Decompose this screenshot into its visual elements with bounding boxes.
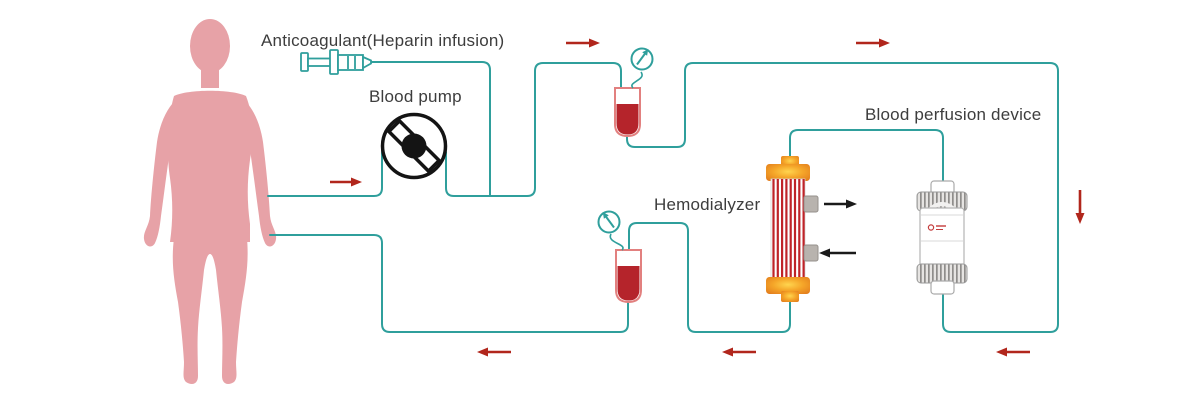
arterial-pressure-gauge-icon (630, 47, 654, 89)
arterial-drip-chamber (614, 87, 641, 138)
blood-pump-label: Blood pump (369, 87, 462, 106)
tubing (267, 61, 1059, 333)
flow-arrow-left-icon (477, 347, 511, 357)
flow-arrow-right-icon (566, 38, 600, 48)
tubing-heparin-line (370, 61, 491, 196)
tubing-venous-return (269, 234, 629, 333)
patient-left-arm (143, 98, 180, 247)
dialysate-port-out (803, 195, 819, 213)
hemodialyzer-label: Hemodialyzer (654, 195, 761, 214)
tubing-perfusion-to-dialyzer (789, 129, 944, 182)
patient-legs (172, 238, 248, 384)
dialysate-arrows (819, 199, 857, 258)
tubing-chamber-to-perfusion (626, 62, 1059, 333)
flow-arrow-down-icon (1075, 190, 1085, 224)
syringe-icon (300, 49, 372, 75)
dialysate-in-arrow-icon (819, 248, 856, 258)
patient-body (143, 19, 277, 384)
anticoagulant-label: Anticoagulant(Heparin infusion) (261, 31, 505, 50)
flow-arrow-right-icon (330, 177, 362, 187)
blood-perfusion-device-label: Blood perfusion device (865, 105, 1042, 124)
flow-arrows (330, 38, 1085, 357)
hemodialyzer-device (766, 156, 819, 302)
patient-torso (167, 90, 253, 242)
brand-mark (927, 224, 946, 231)
tubing-dialyzer-to-chamber2 (628, 222, 791, 333)
flow-arrow-left-icon (996, 347, 1030, 357)
tubing-arterial-from-body (267, 151, 383, 197)
blood-perfusion-device (916, 180, 968, 295)
flow-arrow-right-icon (856, 38, 890, 48)
patient-right-arm (240, 98, 277, 247)
blood-level (616, 104, 639, 135)
blood-level (617, 266, 640, 301)
flow-arrow-left-icon (722, 347, 756, 357)
blood-pump-icon (380, 112, 448, 180)
dialysate-port-in (803, 244, 819, 262)
dialysate-out-arrow-icon (824, 199, 857, 209)
tubing-pump-to-chamber (445, 62, 622, 197)
venous-pressure-gauge-icon (597, 210, 624, 251)
patient-head (190, 19, 230, 73)
venous-drip-chamber (615, 249, 642, 304)
